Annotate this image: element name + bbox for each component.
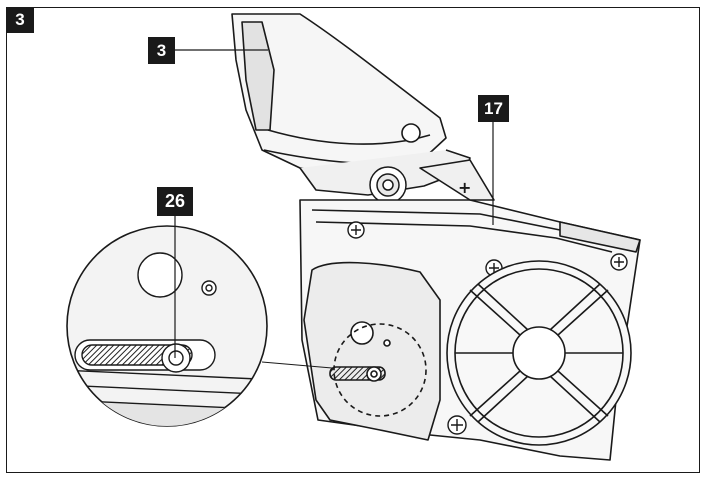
tensioner-plate <box>303 261 441 441</box>
callout-part-17: 17 <box>478 95 509 122</box>
leader-lines <box>174 49 494 358</box>
zoom-connector-line <box>261 361 333 369</box>
zoom-detail-circle <box>66 225 268 427</box>
callout-part-3: 3 <box>148 37 175 64</box>
sprocket-cover <box>446 260 632 446</box>
svg-text:+: + <box>458 178 471 197</box>
top-handle-housing <box>231 13 471 196</box>
pivot-bolt <box>369 166 407 204</box>
callout-part-26: 26 <box>157 187 193 216</box>
figure-number-label: 3 <box>6 7 34 33</box>
